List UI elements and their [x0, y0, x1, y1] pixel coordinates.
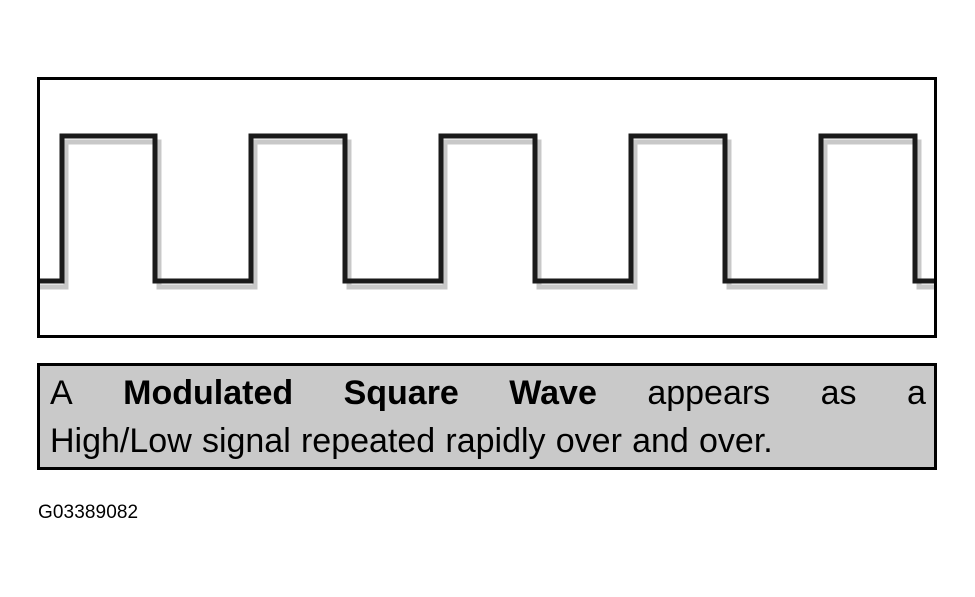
caption-word: a [907, 374, 926, 412]
caption-line-2: High/Low signal repeated rapidly over an… [50, 417, 926, 465]
caption-word: and [632, 422, 689, 460]
square-wave-trace [40, 133, 934, 284]
caption-word: as [820, 374, 857, 412]
caption-word: repeated [300, 422, 436, 460]
square-wave-highlight [40, 139, 934, 290]
caption-line-1: A Modulated Square Wave appears as a [50, 369, 926, 417]
figure-id-label: G03389082 [38, 502, 139, 523]
caption-word: signal [201, 422, 291, 460]
square-wave-plot [40, 133, 934, 290]
caption-word: over [555, 422, 622, 460]
caption-word: High/Low [50, 422, 192, 460]
caption-word: Square [343, 374, 459, 412]
caption-word: Wave [509, 374, 597, 412]
waveform-panel [37, 77, 937, 338]
caption-word: appears [647, 374, 771, 412]
caption-word: rapidly [445, 422, 546, 460]
caption-word: Modulated [123, 374, 294, 412]
caption-panel: A Modulated Square Wave appears as a Hig… [37, 363, 937, 470]
caption-word: over. [699, 422, 773, 460]
caption-word: A [50, 374, 73, 412]
